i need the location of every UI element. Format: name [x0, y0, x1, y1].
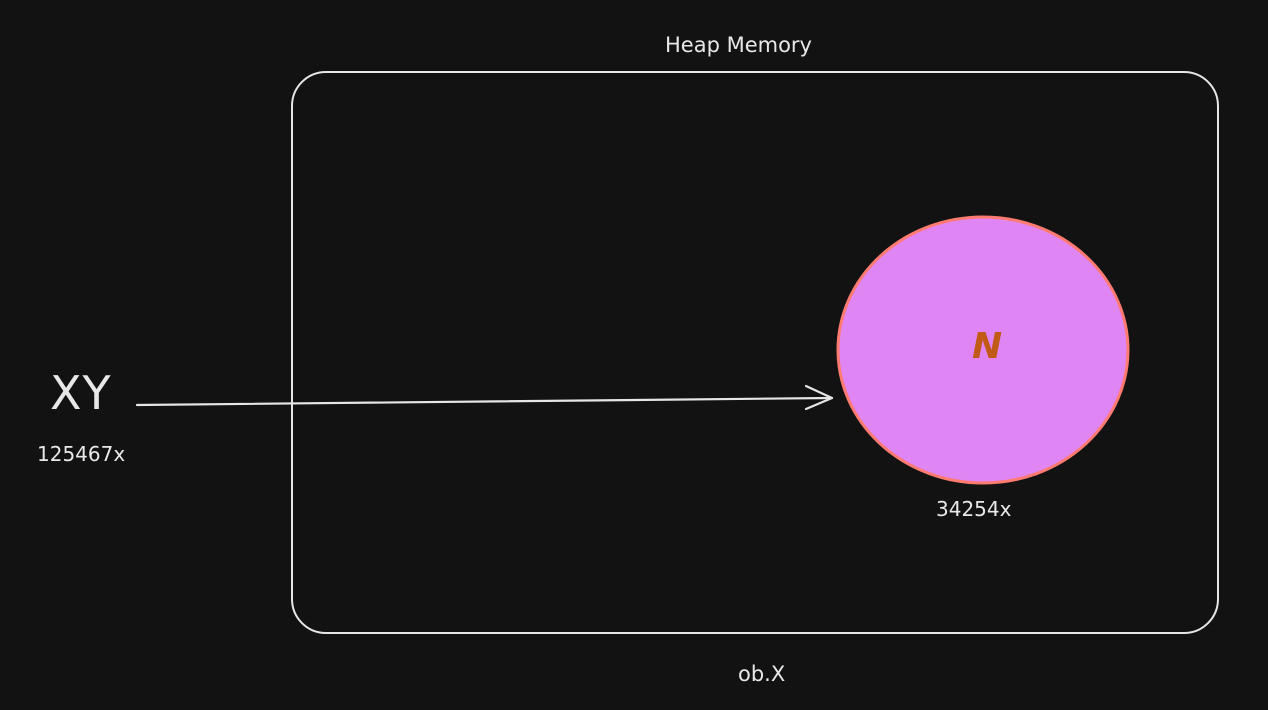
heap-memory-box: [291, 71, 1219, 634]
heap-object-address: 34254x: [936, 497, 1012, 521]
reference-variable-name: XY: [50, 366, 112, 420]
heap-object-circle: [836, 215, 1130, 485]
reference-arrow-head: [804, 384, 834, 411]
reference-variable-address: 125467x: [37, 442, 126, 466]
heap-object-label: N: [972, 326, 1003, 367]
heap-memory-title: Heap Memory: [665, 33, 812, 57]
reference-arrow-line: [135, 396, 834, 407]
footer-label: ob.X: [738, 662, 786, 686]
